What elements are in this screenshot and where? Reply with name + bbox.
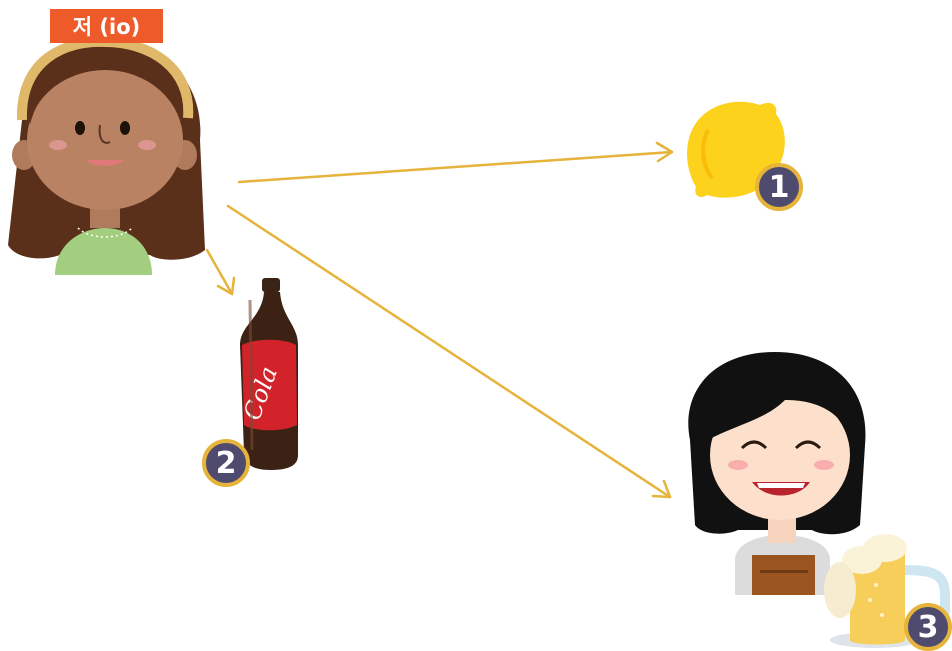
badge-1: 1 [755, 163, 803, 211]
badge-2: 2 [202, 439, 250, 487]
speaker-label: 저 (io) [50, 9, 163, 43]
badge-3: 3 [904, 603, 952, 651]
